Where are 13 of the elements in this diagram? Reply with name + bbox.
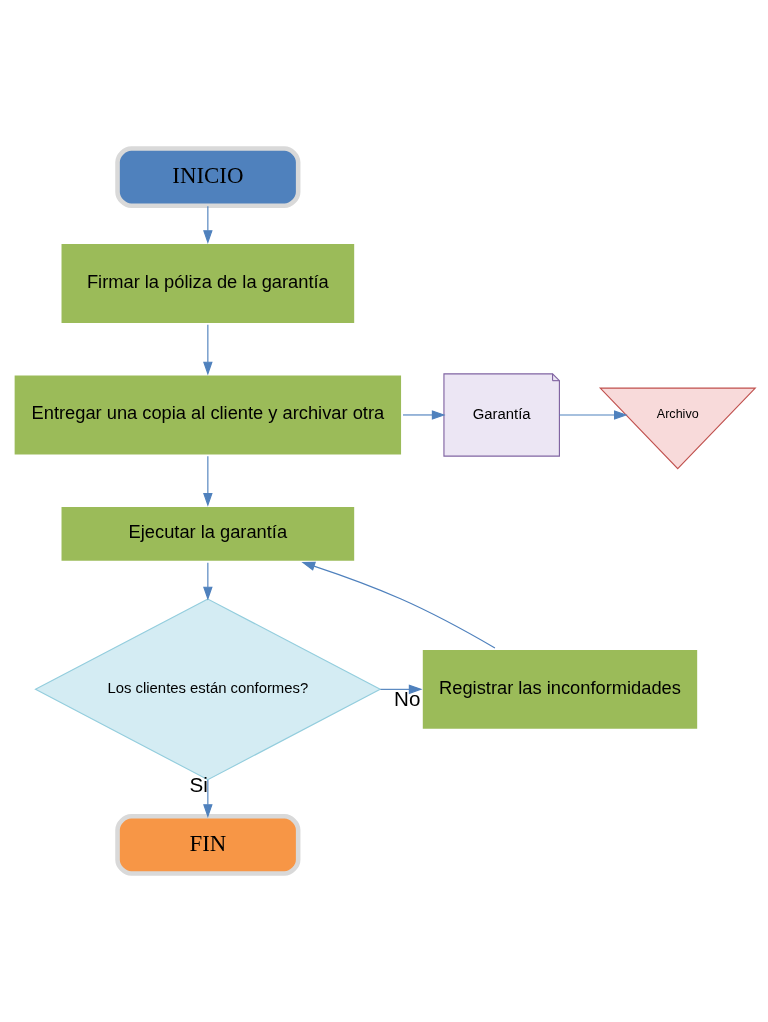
arrow: [558, 410, 628, 420]
arrow: [379, 684, 423, 695]
arrow: [402, 410, 446, 420]
arrow: [203, 779, 213, 818]
arrow: [301, 561, 496, 649]
arrow: [203, 205, 213, 244]
arrow: [203, 455, 213, 507]
edge-label: No: [394, 686, 421, 710]
node-box: INICIO: [115, 146, 301, 209]
node-box: Entregar una copia al cliente y archivar otra: [11, 372, 405, 458]
node-box: FIN: [115, 813, 301, 876]
arrow: [203, 324, 213, 376]
arrow: [203, 562, 213, 601]
